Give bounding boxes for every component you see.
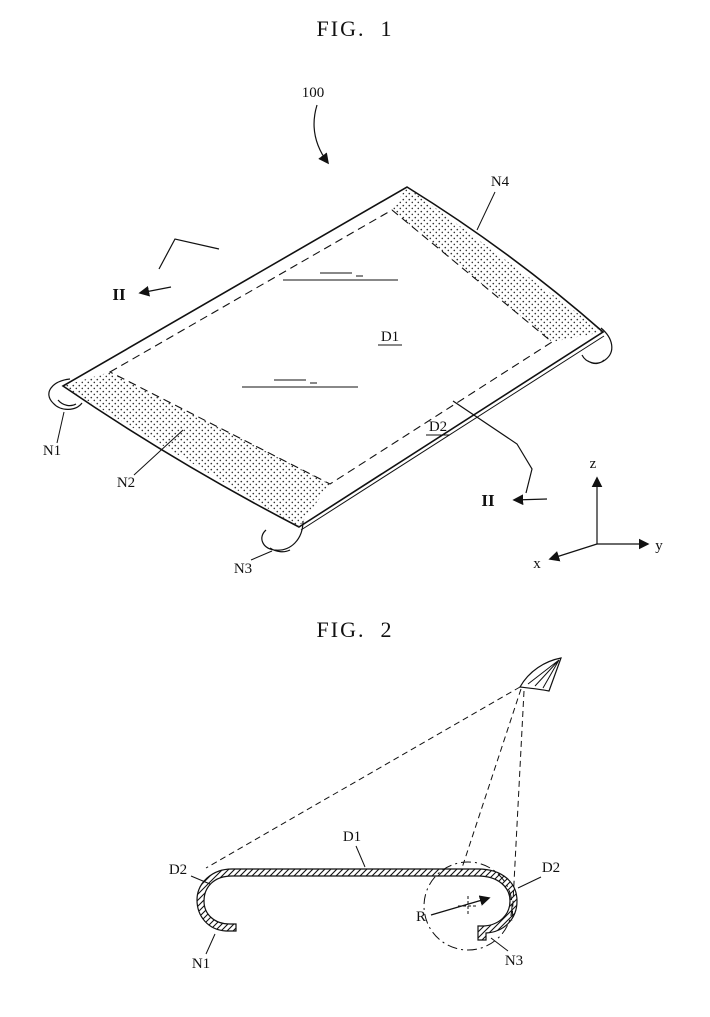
eye-hatch-lines <box>527 659 560 689</box>
label-n1-fig2: N1 <box>192 956 210 972</box>
reflection-marks-upper <box>283 272 398 281</box>
section-label-top: II <box>112 285 126 304</box>
label-n1-leader <box>56 411 65 444</box>
section-trace-bottom <box>452 400 533 494</box>
axis-z-label: z <box>590 456 597 472</box>
fig1-ref-100-label: 100 <box>302 85 325 101</box>
coordinate-axes: z y x <box>533 456 663 572</box>
fig2: FIG. 2 R D1 D2 D2 N1 N3 <box>169 617 562 972</box>
label-n2: N2 <box>117 475 135 491</box>
label-d1-fig2: D1 <box>343 829 361 845</box>
panel-top-surface <box>61 186 605 528</box>
label-n3: N3 <box>234 561 252 577</box>
label-d2-left: D2 <box>169 862 187 878</box>
axis-x-line <box>548 543 598 562</box>
stipple-band-n4 <box>392 187 603 342</box>
radius-circle <box>423 861 513 951</box>
flat-area-dashed-boundary <box>108 209 553 485</box>
label-d2-right: D2 <box>542 860 560 876</box>
ref-100-leader-arrow <box>313 104 329 165</box>
panel-bottom-edge-thickness <box>300 335 605 531</box>
sight-line-middle <box>460 688 522 872</box>
radius-arrow <box>430 895 491 916</box>
eye-outline <box>519 657 562 692</box>
label-n3-fig2-leader <box>490 937 509 952</box>
section-label-bottom: II <box>481 491 495 510</box>
label-d1: D1 <box>381 329 399 345</box>
sight-line-right <box>511 690 525 922</box>
eye-icon <box>519 657 562 692</box>
label-n2-leader <box>133 429 184 476</box>
label-n3-leader <box>250 550 273 561</box>
fig2-title: FIG. 2 <box>317 617 394 642</box>
section-arrow-top <box>138 285 172 297</box>
label-n4-leader <box>476 191 496 231</box>
section-trace-top <box>158 238 220 270</box>
label-n1: N1 <box>43 443 61 459</box>
stipple-band-n2 <box>63 372 330 527</box>
label-d1-fig2-leader <box>355 845 366 868</box>
label-n1-fig2-leader <box>205 933 216 955</box>
cross-section-profile <box>196 868 518 941</box>
label-d2-left-leader <box>190 875 211 885</box>
right-edge-curl <box>581 327 613 365</box>
label-n3-fig2: N3 <box>505 953 523 969</box>
radius-center-cross <box>458 896 478 916</box>
axis-y-label: y <box>655 538 663 554</box>
sight-line-left <box>205 686 521 869</box>
label-r: R <box>416 909 426 925</box>
fig1: FIG. 1 100 II II N4 N2 N1 N3 <box>43 16 663 577</box>
label-n4: N4 <box>491 174 510 190</box>
label-d2-right-leader <box>517 876 542 889</box>
axis-x-label: x <box>533 556 541 572</box>
left-edge-curl <box>48 378 83 410</box>
label-d2: D2 <box>429 419 447 435</box>
section-arrow-bottom <box>512 494 548 506</box>
reflection-marks-lower <box>242 379 358 388</box>
fig1-title: FIG. 1 <box>317 16 394 41</box>
front-edge-curl <box>261 520 304 553</box>
